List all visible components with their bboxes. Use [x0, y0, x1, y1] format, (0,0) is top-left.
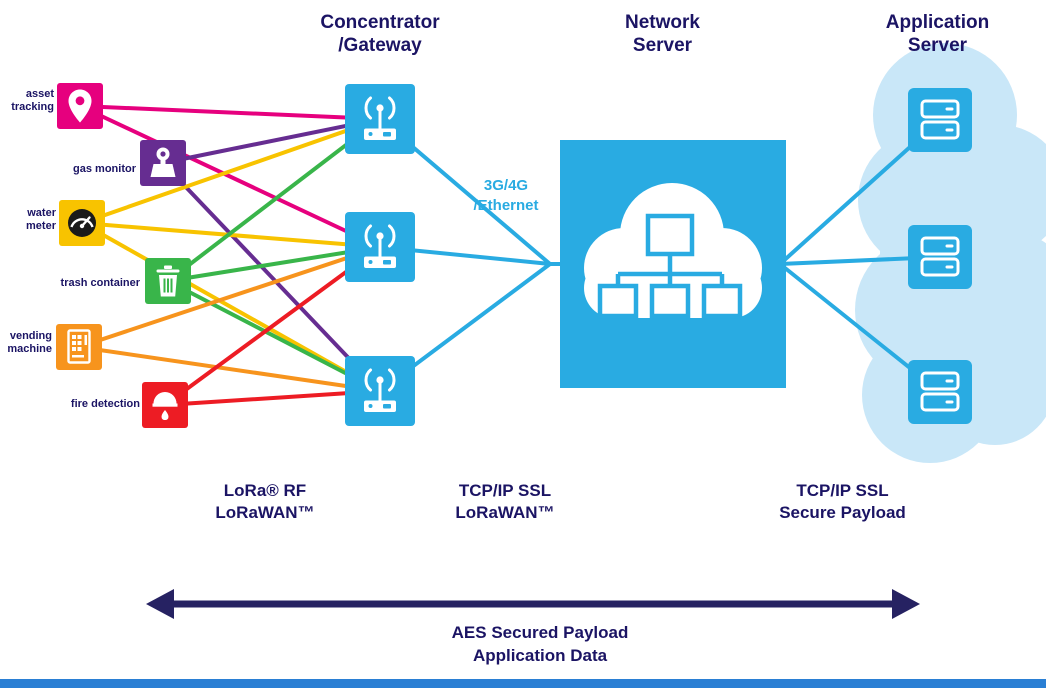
- trash-can-icon: [156, 265, 180, 297]
- protocol-label-tcp-secure: TCP/IP SSL Secure Payload: [730, 480, 955, 524]
- link-fire-detection-gw2: [163, 245, 382, 407]
- link-gas-monitor-gw1: [161, 117, 382, 165]
- device-vending-machine: [56, 324, 102, 370]
- app-server-1: [908, 88, 972, 152]
- footer-bar: [0, 679, 1046, 688]
- aes-arrow: [146, 589, 920, 619]
- device-fire-detection: [142, 382, 188, 428]
- protocol-lora-line2: LoRaWAN™: [215, 503, 315, 523]
- network-topology-icon: [597, 213, 743, 319]
- aes-arrow-head-right: [892, 589, 920, 619]
- device-label-asset-tracking: asset tracking: [11, 88, 54, 113]
- aes-caption-line2: Application Data: [472, 645, 608, 665]
- network-server: [560, 140, 786, 388]
- app-server-3: [908, 360, 972, 424]
- network-header-line2: Server: [632, 34, 693, 56]
- server-icon: [920, 236, 960, 277]
- location-pin-icon: [68, 89, 92, 123]
- gateway-3: [345, 356, 415, 426]
- link-asset-tracking-gw2: [78, 104, 382, 249]
- gateway-column-header: Concentrator /Gateway: [290, 12, 470, 58]
- device-label-vending-machine: vending machine: [7, 330, 52, 355]
- app-server-2: [908, 225, 972, 289]
- device-label-fire-detection: fire detection: [70, 398, 140, 410]
- antenna-icon: [364, 224, 396, 268]
- gateway-2: [345, 212, 415, 282]
- backhaul-label: 3G/4G /Ethernet: [460, 176, 552, 215]
- network-server-header: Network Server: [570, 12, 755, 58]
- device-asset-tracking: [57, 83, 103, 129]
- gateway-1: [345, 84, 415, 154]
- protocol-label-tcp-lorawan: TCP/IP SSL LoRaWAN™: [410, 480, 600, 524]
- gas-meter-icon: [150, 147, 176, 177]
- device-trash-container: [145, 258, 191, 304]
- protocol-tcp-secure-line2: Secure Payload: [779, 503, 906, 523]
- backhaul-label-line2: /Ethernet: [473, 196, 539, 214]
- smoke-detector-icon: [152, 392, 178, 420]
- water-gauge-icon: [68, 209, 96, 237]
- protocol-tcp-lorawan-line1: TCP/IP SSL: [458, 481, 552, 500]
- aes-arrow-head-left: [146, 589, 174, 619]
- app-server-1-tile: [908, 88, 972, 152]
- link-gas-monitor-gw3: [161, 161, 382, 393]
- network-header-line1: Network: [625, 12, 700, 33]
- server-icon: [920, 371, 960, 412]
- application-header-line1: Application: [885, 12, 990, 33]
- application-server-header: Application Server: [845, 12, 1030, 58]
- link-vending-machine-gw3: [77, 345, 382, 393]
- device-label-gas-monitor: gas monitor: [73, 163, 136, 175]
- aes-arrow-caption: AES Secured Payload Application Data: [385, 622, 695, 668]
- link-fire-detection-gw3: [163, 389, 382, 407]
- device-water-meter: [59, 200, 105, 246]
- protocol-label-lora: LoRa® RF LoRaWAN™: [170, 480, 360, 524]
- gateway-header-line1: Concentrator: [320, 12, 440, 33]
- protocol-tcp-secure-line1: TCP/IP SSL: [796, 481, 889, 500]
- server-icon: [920, 99, 960, 140]
- device-label-water-meter: water meter: [26, 207, 56, 232]
- backhaul-label-line1: 3G/4G: [483, 177, 529, 194]
- app-server-2-tile: [908, 225, 972, 289]
- link-trash-container-gw2: [166, 245, 382, 283]
- gateway-header-line2: /Gateway: [338, 34, 422, 56]
- link-water-meter-gw1: [80, 117, 382, 225]
- link-trash-container-gw1: [166, 117, 382, 283]
- aes-caption-line1: AES Secured Payload: [451, 623, 629, 642]
- protocol-lora-line1: LoRa® RF: [223, 481, 307, 500]
- application-header-line2: Server: [907, 34, 968, 56]
- device-label-trash-container: trash container: [60, 277, 140, 289]
- antenna-icon: [364, 96, 396, 140]
- link-vending-machine-gw2: [77, 245, 382, 349]
- app-server-3-tile: [908, 360, 972, 424]
- protocol-tcp-lorawan-line2: LoRaWAN™: [455, 503, 555, 523]
- device-gas-monitor: [140, 140, 186, 186]
- link-trash-container-gw3: [166, 279, 382, 393]
- vending-machine-icon: [67, 329, 91, 364]
- device-gateway-links: [77, 104, 382, 407]
- link-asset-tracking-gw1: [78, 104, 382, 121]
- antenna-icon: [364, 368, 396, 412]
